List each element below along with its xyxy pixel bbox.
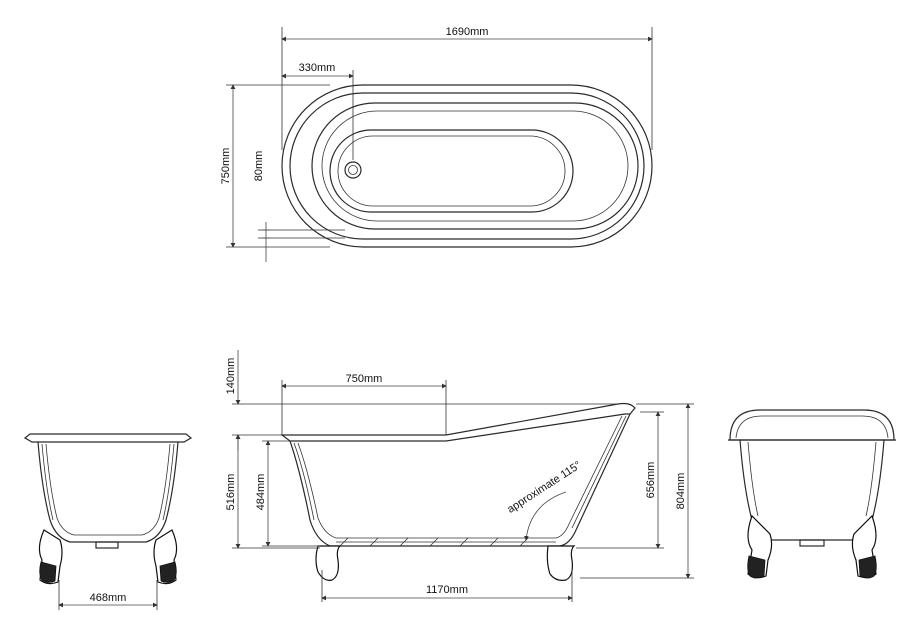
plan-basin-outer: [311, 102, 639, 230]
side-elevation: 750mm 140mm 516mm 484mm 656mm 804mm appr…: [225, 350, 694, 602]
end-view-right: [728, 409, 896, 579]
label-rim-height-diff: 140mm: [225, 358, 237, 395]
end-left-body-inner: [45, 443, 171, 536]
label-overall-length: 1690mm: [446, 26, 489, 38]
label-angle-note: approximate 115°: [505, 459, 583, 516]
side-body-inner: [297, 415, 623, 539]
end-left-body-outer: [37, 441, 179, 543]
label-waste-diameter: 80mm: [253, 151, 265, 182]
end-view-left: 468mm: [23, 433, 193, 610]
label-front-height: 656mm: [645, 462, 657, 499]
side-foot-right: [546, 545, 576, 581]
label-overall-width: 750mm: [220, 148, 232, 185]
label-feet-span: 1170mm: [426, 584, 468, 596]
end-right-back-rest: [729, 409, 895, 441]
side-foot-left: [315, 545, 342, 581]
label-water-depth: 484mm: [255, 474, 267, 511]
plan-basin-inner: [321, 110, 629, 222]
side-rim: [280, 402, 636, 442]
end-right-waste: [799, 539, 825, 547]
label-interior-depth: 516mm: [225, 474, 237, 511]
waste-outlet-inner: [348, 165, 358, 175]
end-left-waste: [95, 541, 119, 549]
label-end-feet-width: 468mm: [90, 592, 127, 604]
label-flat-rim-length: 750mm: [346, 373, 383, 385]
plan-view: 1690mm 330mm 750mm 80mm: [220, 26, 653, 262]
label-back-height: 804mm: [675, 473, 687, 510]
angle-arc: [524, 491, 567, 541]
plan-rim-inner: [289, 92, 645, 240]
plan-floor: [329, 129, 574, 213]
plan-outer-rim: [281, 84, 653, 248]
side-body-outer: [289, 413, 631, 547]
plan-floor-inner: [337, 135, 566, 207]
label-waste-offset: 330mm: [299, 62, 336, 74]
waste-outlet-outer: [344, 161, 362, 179]
end-left-rim: [23, 433, 193, 443]
